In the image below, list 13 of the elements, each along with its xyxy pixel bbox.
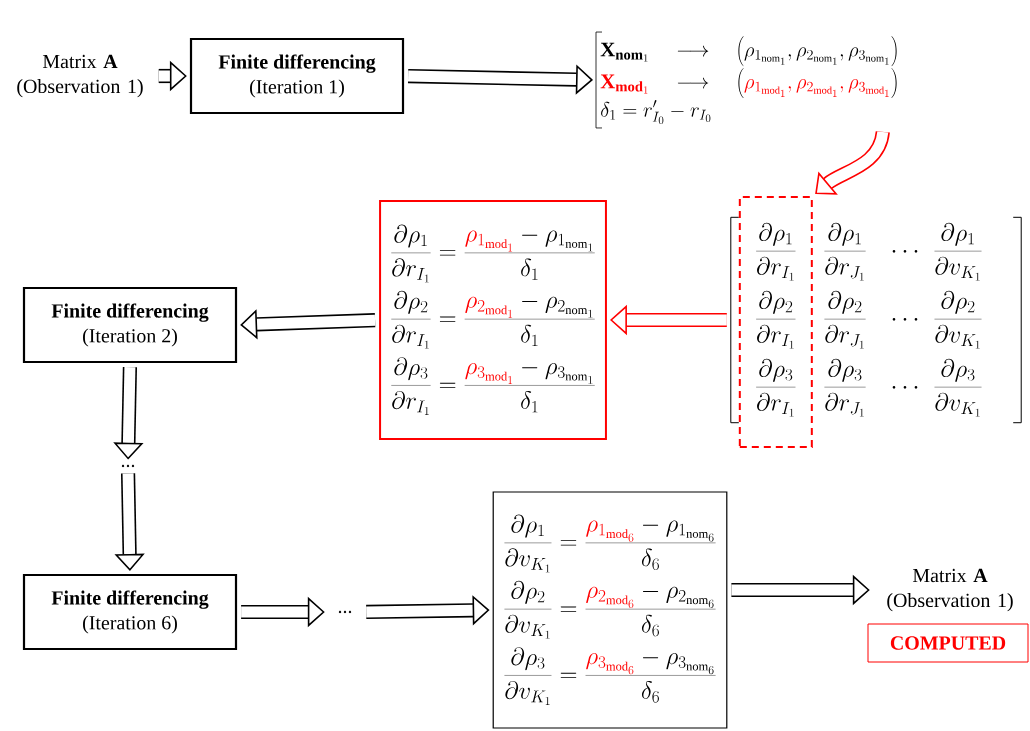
- bracket-group: $\mathbf{X}_{\mathbf{nom}_1}\quad\longrightarrow\quad\left(\rho_{1_{\mathrm{nom}_1}},\rho_{2_{\mathrm{nom}_1}},\rho_{3_{\mathrm{nom}_1}}\right)$ $\textcolor{red}{\mathbf{X}_{\mathbf{mod}_1}}\quad\longrightarrow\quad\left(\textcolor{red}{\rho_{1_{\mathrm{mod}_1}},\rho_{2_{\mathrm{mod}_1}},\rho_{3_{\mathrm{mod}_1}}}\right)$ $\delta_1=r'_{I_0}-r_{I_0}$: [595, 31, 897, 129]
- block-arrow: [815, 130, 890, 195]
- equation-box: $\frac{\partial\rho_1}{\partial r_{I_1}}=\frac{\textcolor{red}{\rho_{1_{\mathrm{mod}_1}}}-\rho_{1_{\mathrm{nom}_1}}}{\delta_1}$ $\frac{\partial\rho_2}{\partial r_{I_1}}=\frac{\textcolor{red}{\rho_{2_{\mathrm{mod}_1}}}-\rho_{2_{\mathrm{nom}_1}}}{\delta_1}$ $\frac{\partial\rho_3}{\partial r_{I_1}}=\frac{\textcolor{red}{\rho_{3_{\mathrm{mod}_1}}}-\rho_{3_{\mathrm{nom}_1}}}{\delta_1}$: [379, 200, 607, 440]
- status-box: COMPUTED: [867, 623, 1029, 663]
- ellipsis: ...: [338, 610, 352, 614]
- process-box: Finite differencing (Iteration 6): [22, 573, 238, 651]
- dashed-column-box: $\frac{\partial\rho_1}{\partial r_{I_1}}$ $\frac{\partial\rho_2}{\partial r_{I_1}}$ $\frac{\partial\rho_3}{\partial r_{I_1}}$: [738, 196, 813, 448]
- ellipsis: ...: [121, 464, 135, 468]
- process-box: Finite differencing (Iteration 2): [22, 286, 238, 364]
- text-label: Matrix A (Observation 1): [887, 568, 1013, 612]
- text-label: Matrix A (Observation 1): [17, 54, 143, 98]
- equation-box: $\frac{\partial\rho_1}{\partial v_{K_1}}=\frac{\textcolor{red}{\rho_{1_{\mathrm{mod}_6}}}-\rho_{1_{\mathrm{nom}_6}}}{\delta_6}$ $\frac{\partial\rho_2}{\partial v_{K_1}}=\frac{\textcolor{red}{\rho_{2_{\mathrm{mod}_6}}}-\rho_{2_{\mathrm{nom}_6}}}{\delta_6}$ $\frac{\partial\rho_3}{\partial v_{K_1}}=\frac{\textcolor{red}{\rho_{3_{\mathrm{mod}_6}}}-\rho_{3_{\mathrm{nom}_6}}}{\delta_6}$: [492, 491, 728, 729]
- process-box: Finite differencing (Iteration 1): [189, 37, 405, 115]
